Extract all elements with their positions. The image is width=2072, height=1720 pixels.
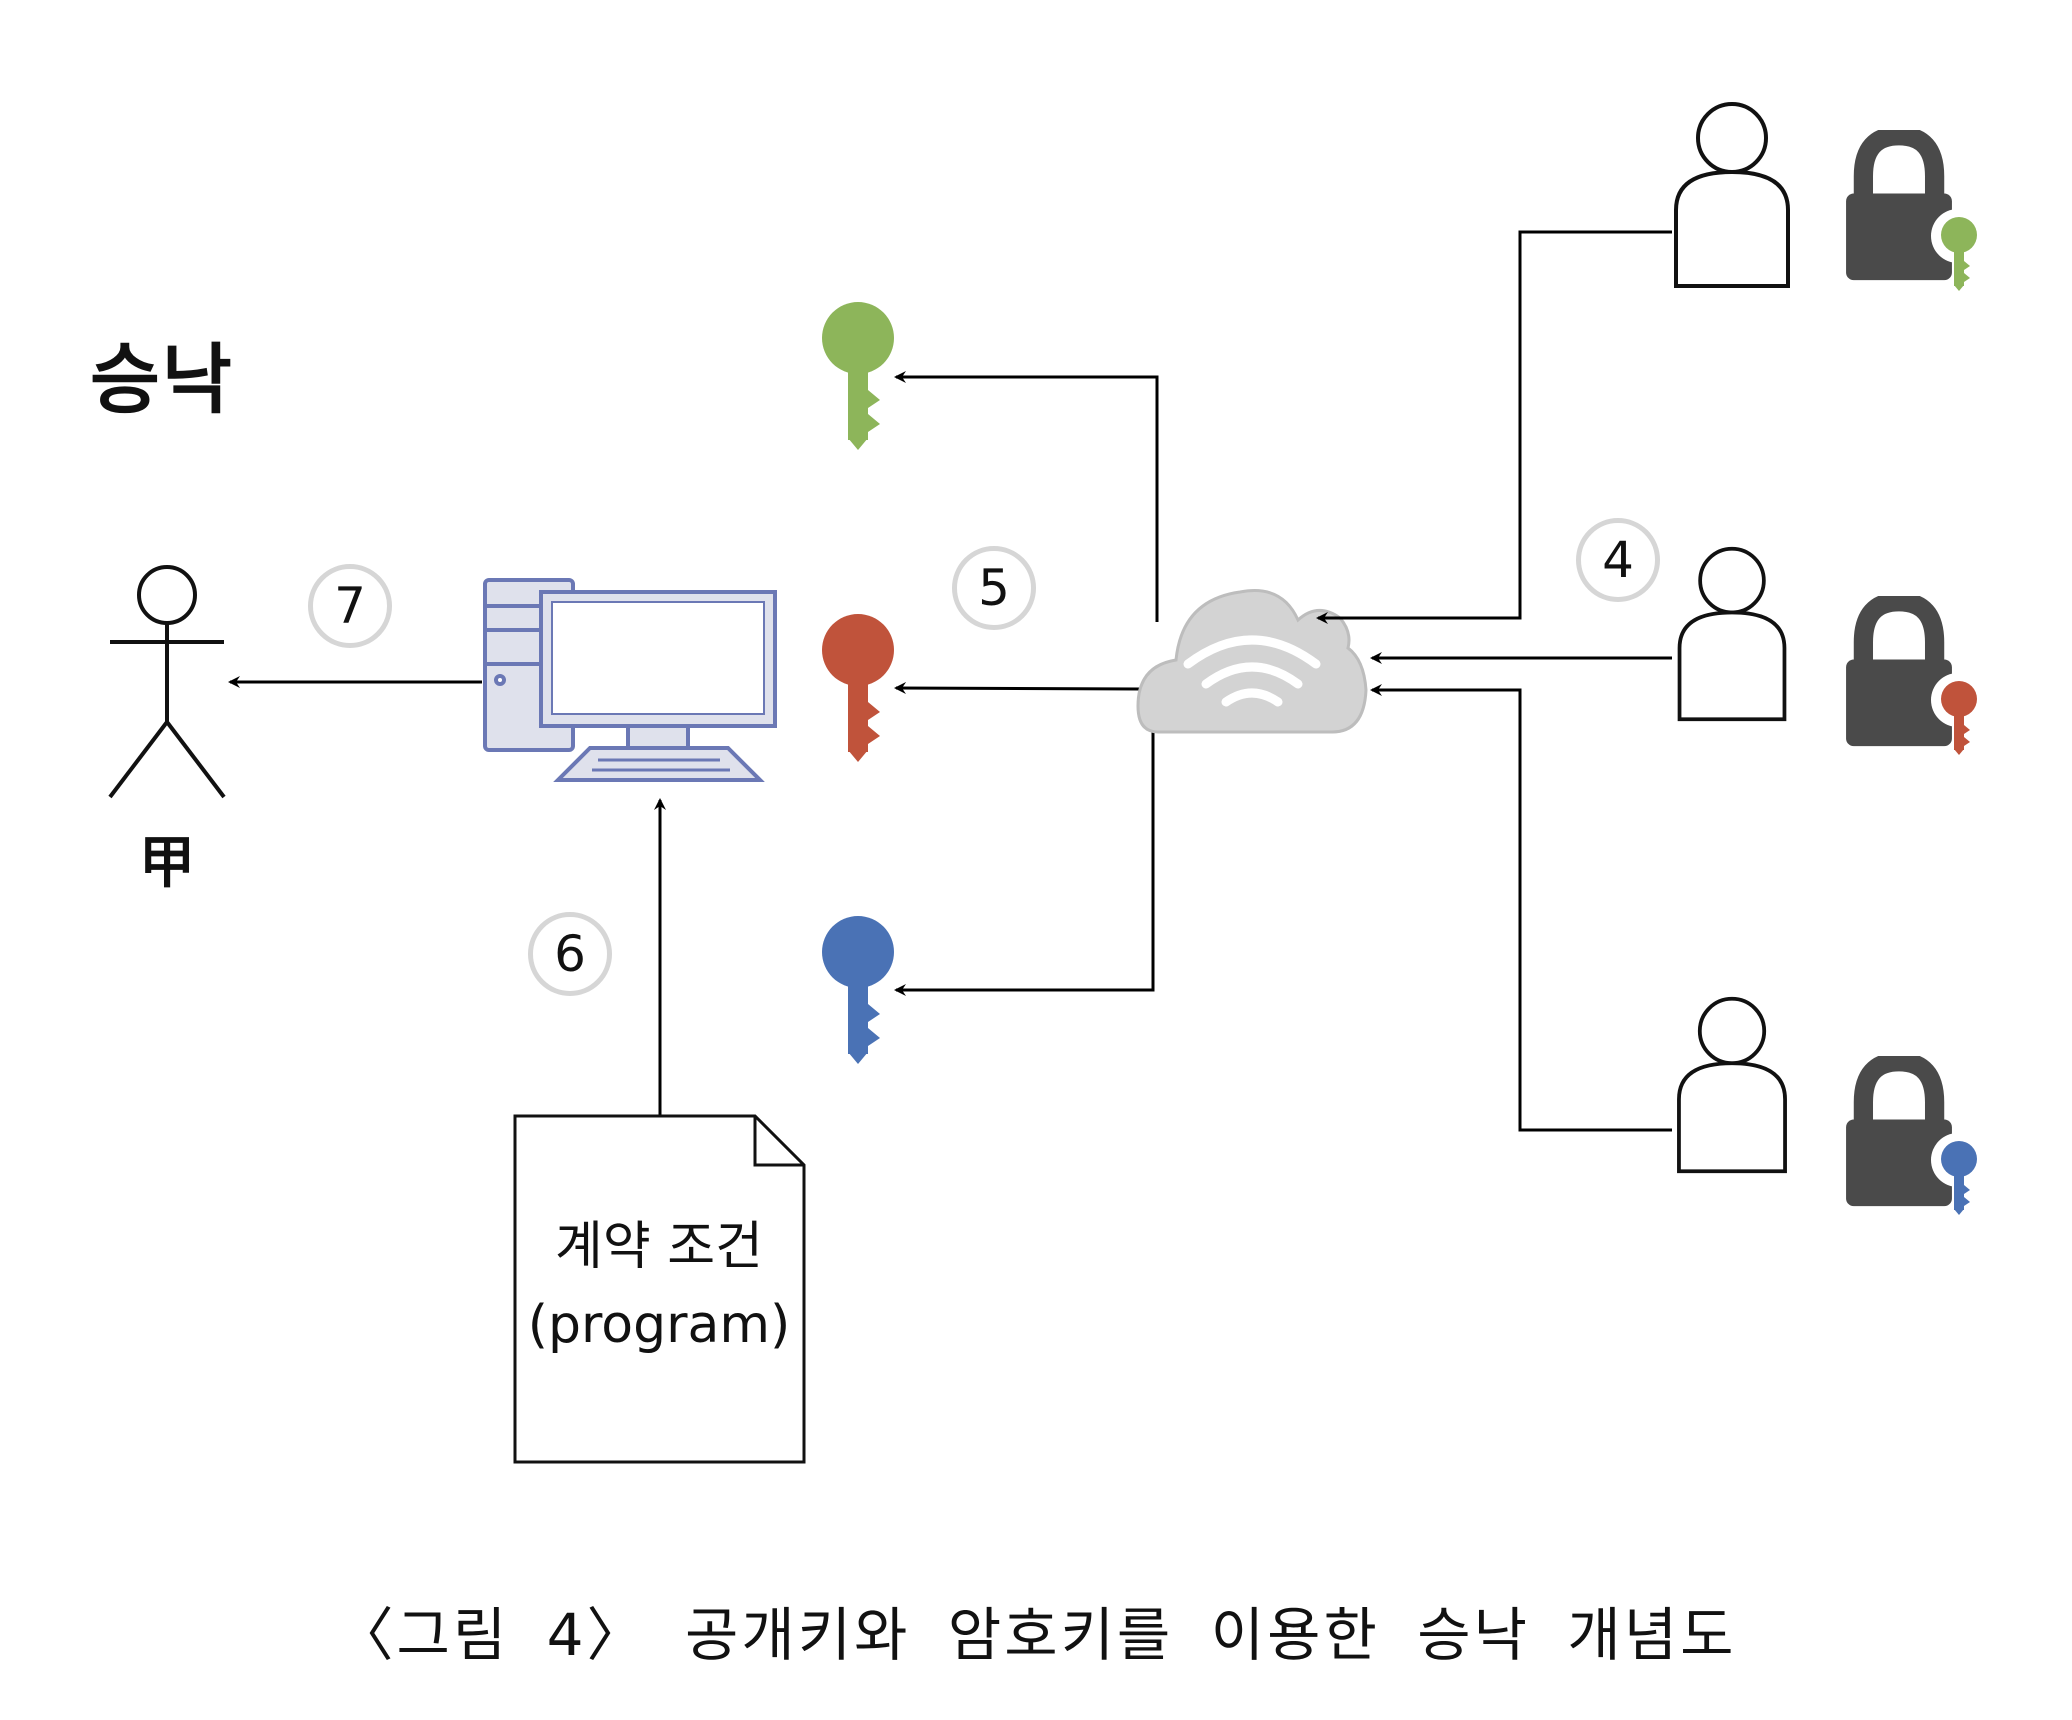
document-icon [513,1114,806,1464]
red-key-icon [822,614,894,762]
blue-key-icon [822,916,894,1064]
document-line-1: 계약 조건 [555,1217,763,1277]
person-outline-icon [1674,102,1790,288]
step-4-badge: 4 [1576,518,1660,602]
lock-icon [1846,136,1952,280]
arrows-users-to-cloud [1316,230,1672,1132]
desktop-computer-icon [483,578,777,782]
stick-figure-icon [108,565,226,799]
person-outline-icon [1677,546,1787,722]
cloud-wifi-icon [1136,589,1368,734]
arrows-cloud-to-keys [894,371,1159,996]
actor-label: 甲 [139,831,195,896]
green-key-icon [822,302,894,450]
lock-icon [1846,602,1952,746]
step-7-badge: 7 [308,564,392,648]
step-5-badge: 5 [952,546,1036,630]
step-6-badge: 6 [528,912,612,996]
document-text: 계약 조건 (program) [514,1208,804,1364]
page-title: 승낙 [90,335,234,424]
lock-icon [1846,1062,1952,1206]
figure-caption: 〈그림 4〉 공개키와 암호키를 이용한 승낙 개념도 [335,1601,1737,1669]
person-outline-icon [1676,996,1788,1174]
document-line-2: (program) [527,1295,791,1355]
